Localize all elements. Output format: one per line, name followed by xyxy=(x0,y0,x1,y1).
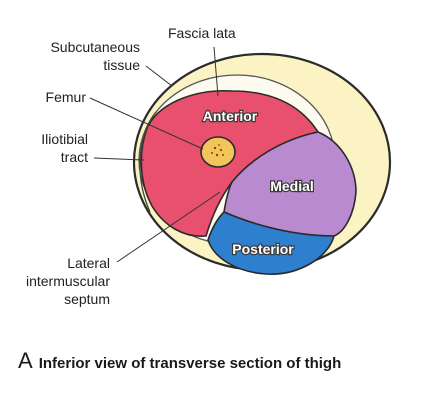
femur-bone xyxy=(200,136,236,168)
lateral-septum-leader xyxy=(116,191,221,263)
posterior-compartment xyxy=(207,211,336,275)
posterior-label: Posterior xyxy=(232,241,294,257)
caption-text: Inferior view of transverse section of t… xyxy=(38,355,342,372)
subcutaneous-label-line1: Subcutaneous xyxy=(50,39,140,55)
femur-leader xyxy=(89,97,204,150)
iliotibial-tract xyxy=(139,111,157,213)
femur-label: Femur xyxy=(46,89,87,105)
lateral-septum-label-line1: Lateral xyxy=(67,255,110,271)
anterior-label: Anterior xyxy=(203,108,258,124)
fascia-lata-leader xyxy=(213,46,219,97)
subcutaneous-leader xyxy=(145,65,173,87)
iliotibial-label-line1: Iliotibial xyxy=(41,131,88,147)
caption-letter: A xyxy=(18,348,33,373)
iliotibial-label-line2: tract xyxy=(61,149,88,165)
medial-label: Medial xyxy=(270,178,314,194)
lateral-septum-label-line2: intermuscular xyxy=(26,273,110,289)
lateral-septum-label-line3: septum xyxy=(64,291,110,307)
figure-caption: A Inferior view of transverse section of … xyxy=(18,348,341,374)
subcutaneous-label-line2: tissue xyxy=(103,57,140,73)
fascia-lata-label: Fascia lata xyxy=(168,25,236,41)
iliotibial-leader xyxy=(93,157,145,161)
femur-marrow-dots xyxy=(211,144,224,157)
